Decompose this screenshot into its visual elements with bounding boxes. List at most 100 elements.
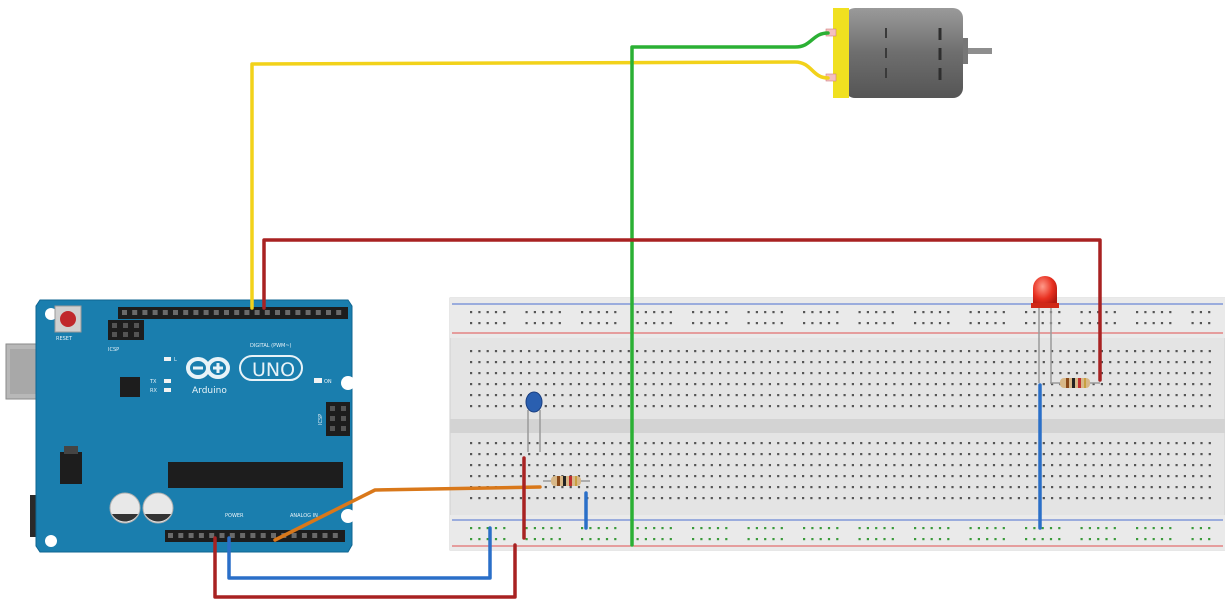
header-pin[interactable] <box>291 533 297 538</box>
header-pin[interactable] <box>301 533 307 538</box>
breadboard-hole <box>669 372 672 375</box>
header-pin[interactable] <box>275 310 280 315</box>
wire-red-led[interactable] <box>262 238 1102 382</box>
breadboard-hole <box>653 527 656 530</box>
resistor-2[interactable] <box>1050 378 1100 388</box>
reset-button-cap[interactable] <box>60 311 76 327</box>
breadboard-hole <box>885 372 888 375</box>
header-pin[interactable] <box>229 533 235 538</box>
breadboard-hole <box>1026 464 1029 467</box>
red-led[interactable] <box>1031 276 1059 383</box>
breadboard-hole <box>891 527 894 530</box>
header-pin[interactable] <box>152 310 158 315</box>
header-pin[interactable] <box>271 533 276 538</box>
resistor-1[interactable] <box>543 476 590 486</box>
resistor-band <box>1078 378 1081 388</box>
header-pin[interactable] <box>260 533 266 538</box>
header-pin[interactable] <box>240 533 246 538</box>
breadboard-hole <box>943 475 946 478</box>
header-pin[interactable] <box>254 310 260 315</box>
wire-red-power[interactable] <box>213 536 517 599</box>
breadboard-hole <box>494 527 498 530</box>
header-pin[interactable] <box>264 310 270 315</box>
breadboard-hole <box>536 464 539 467</box>
board-model: UNO <box>252 359 295 381</box>
header-pin[interactable] <box>188 533 194 538</box>
header-pin[interactable] <box>219 533 225 538</box>
photoresistor[interactable] <box>525 391 543 452</box>
breadboard-hole <box>708 527 711 530</box>
breadboard-hole <box>1142 361 1145 364</box>
header-pin[interactable] <box>209 533 215 538</box>
breadboard-hole <box>536 453 539 456</box>
breadboard-hole <box>727 497 730 500</box>
header-pin[interactable] <box>132 310 138 315</box>
breadboard-hole <box>553 497 556 500</box>
breadboard-hole <box>569 405 572 408</box>
header-pin[interactable] <box>326 310 331 315</box>
breadboard-hole <box>719 350 722 353</box>
header-pin[interactable] <box>336 310 342 315</box>
header-pin[interactable] <box>173 310 178 315</box>
breadboard-hole <box>810 486 813 489</box>
header-pin[interactable] <box>234 310 240 315</box>
led-rim <box>1031 303 1059 308</box>
breadboard-hole <box>851 394 854 397</box>
wire-green-motor[interactable] <box>630 31 830 547</box>
breadboard-hole <box>922 527 925 530</box>
header-pin[interactable] <box>198 533 204 538</box>
breadboard-hole <box>710 383 713 386</box>
wire-yellow-motor[interactable] <box>250 60 830 310</box>
breadboard-hole <box>826 383 830 386</box>
breadboard-hole <box>503 527 506 530</box>
breadboard-hole <box>1125 475 1128 478</box>
header-pin[interactable] <box>250 533 256 538</box>
header-pin[interactable] <box>183 310 189 315</box>
breadboard-hole <box>1125 464 1128 467</box>
header-pin[interactable] <box>315 310 321 315</box>
breadboard-hole <box>577 372 581 375</box>
wire-orange-analog[interactable] <box>273 485 542 542</box>
header-pin[interactable] <box>168 533 173 538</box>
header-pin[interactable] <box>213 310 219 315</box>
breadboard-hole <box>926 486 929 489</box>
header-pin[interactable] <box>224 310 229 315</box>
breadboard-hole <box>780 538 783 541</box>
header-pin[interactable] <box>244 310 250 315</box>
header-pin[interactable] <box>193 310 199 315</box>
breadboard-hole <box>1158 475 1162 478</box>
header-pin[interactable] <box>305 310 311 315</box>
breadboard-hole <box>1075 442 1079 445</box>
breadboard-hole <box>1025 538 1028 541</box>
breadboard-hole <box>602 372 605 375</box>
breadboard-hole <box>755 527 758 530</box>
digital-pin-header[interactable] <box>118 307 348 319</box>
breadboard-hole <box>1169 538 1172 541</box>
header-pin[interactable] <box>332 533 338 538</box>
power-analog-header[interactable] <box>165 530 345 542</box>
breadboard-hole <box>968 405 971 408</box>
header-pin[interactable] <box>285 310 291 315</box>
breadboard-hole <box>1009 383 1012 386</box>
breadboard-hole <box>968 361 971 364</box>
breadboard-hole <box>1001 453 1004 456</box>
header-pin[interactable] <box>142 310 148 315</box>
header-pin[interactable] <box>178 533 184 538</box>
breadboard-hole <box>602 475 605 478</box>
breadboard-hole <box>1067 464 1070 467</box>
breadboard-hole <box>494 475 498 478</box>
header-pin[interactable] <box>203 310 209 315</box>
header-pin[interactable] <box>322 533 328 538</box>
header-pin[interactable] <box>122 310 127 315</box>
breadboard-hole <box>992 383 996 386</box>
header-pin[interactable] <box>162 310 168 315</box>
header-pin[interactable] <box>295 310 301 315</box>
breadboard-hole <box>644 383 647 386</box>
breadboard-hole <box>636 311 639 314</box>
breadboard-hole <box>843 497 846 500</box>
header-pin[interactable] <box>312 533 318 538</box>
wire-blue-ground[interactable] <box>227 526 492 580</box>
breadboard-hole <box>619 453 622 456</box>
dc-motor[interactable] <box>825 8 992 98</box>
